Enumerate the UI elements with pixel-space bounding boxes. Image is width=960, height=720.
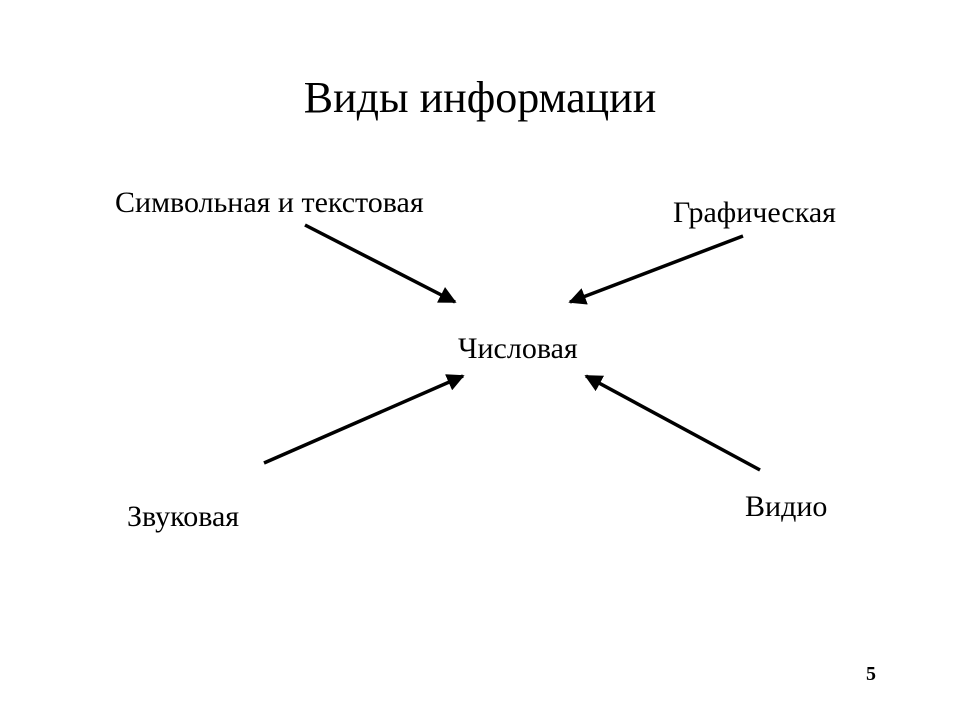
node-sound: Звуковая bbox=[127, 500, 240, 533]
node-symbolic-text: Символьная и текстовая bbox=[115, 186, 424, 219]
page-number: 5 bbox=[866, 663, 876, 685]
node-video: Видио bbox=[745, 490, 828, 523]
arrow-sound-to-numeric bbox=[263, 374, 465, 465]
arrow-graphic-to-numeric bbox=[568, 234, 744, 305]
node-graphic: Графическая bbox=[673, 196, 836, 229]
slide-title: Виды информации bbox=[303, 73, 657, 122]
node-numeric: Числовая bbox=[458, 332, 578, 365]
arrow-symbolic-to-numeric bbox=[304, 223, 457, 304]
arrow-video-to-numeric bbox=[584, 374, 761, 472]
